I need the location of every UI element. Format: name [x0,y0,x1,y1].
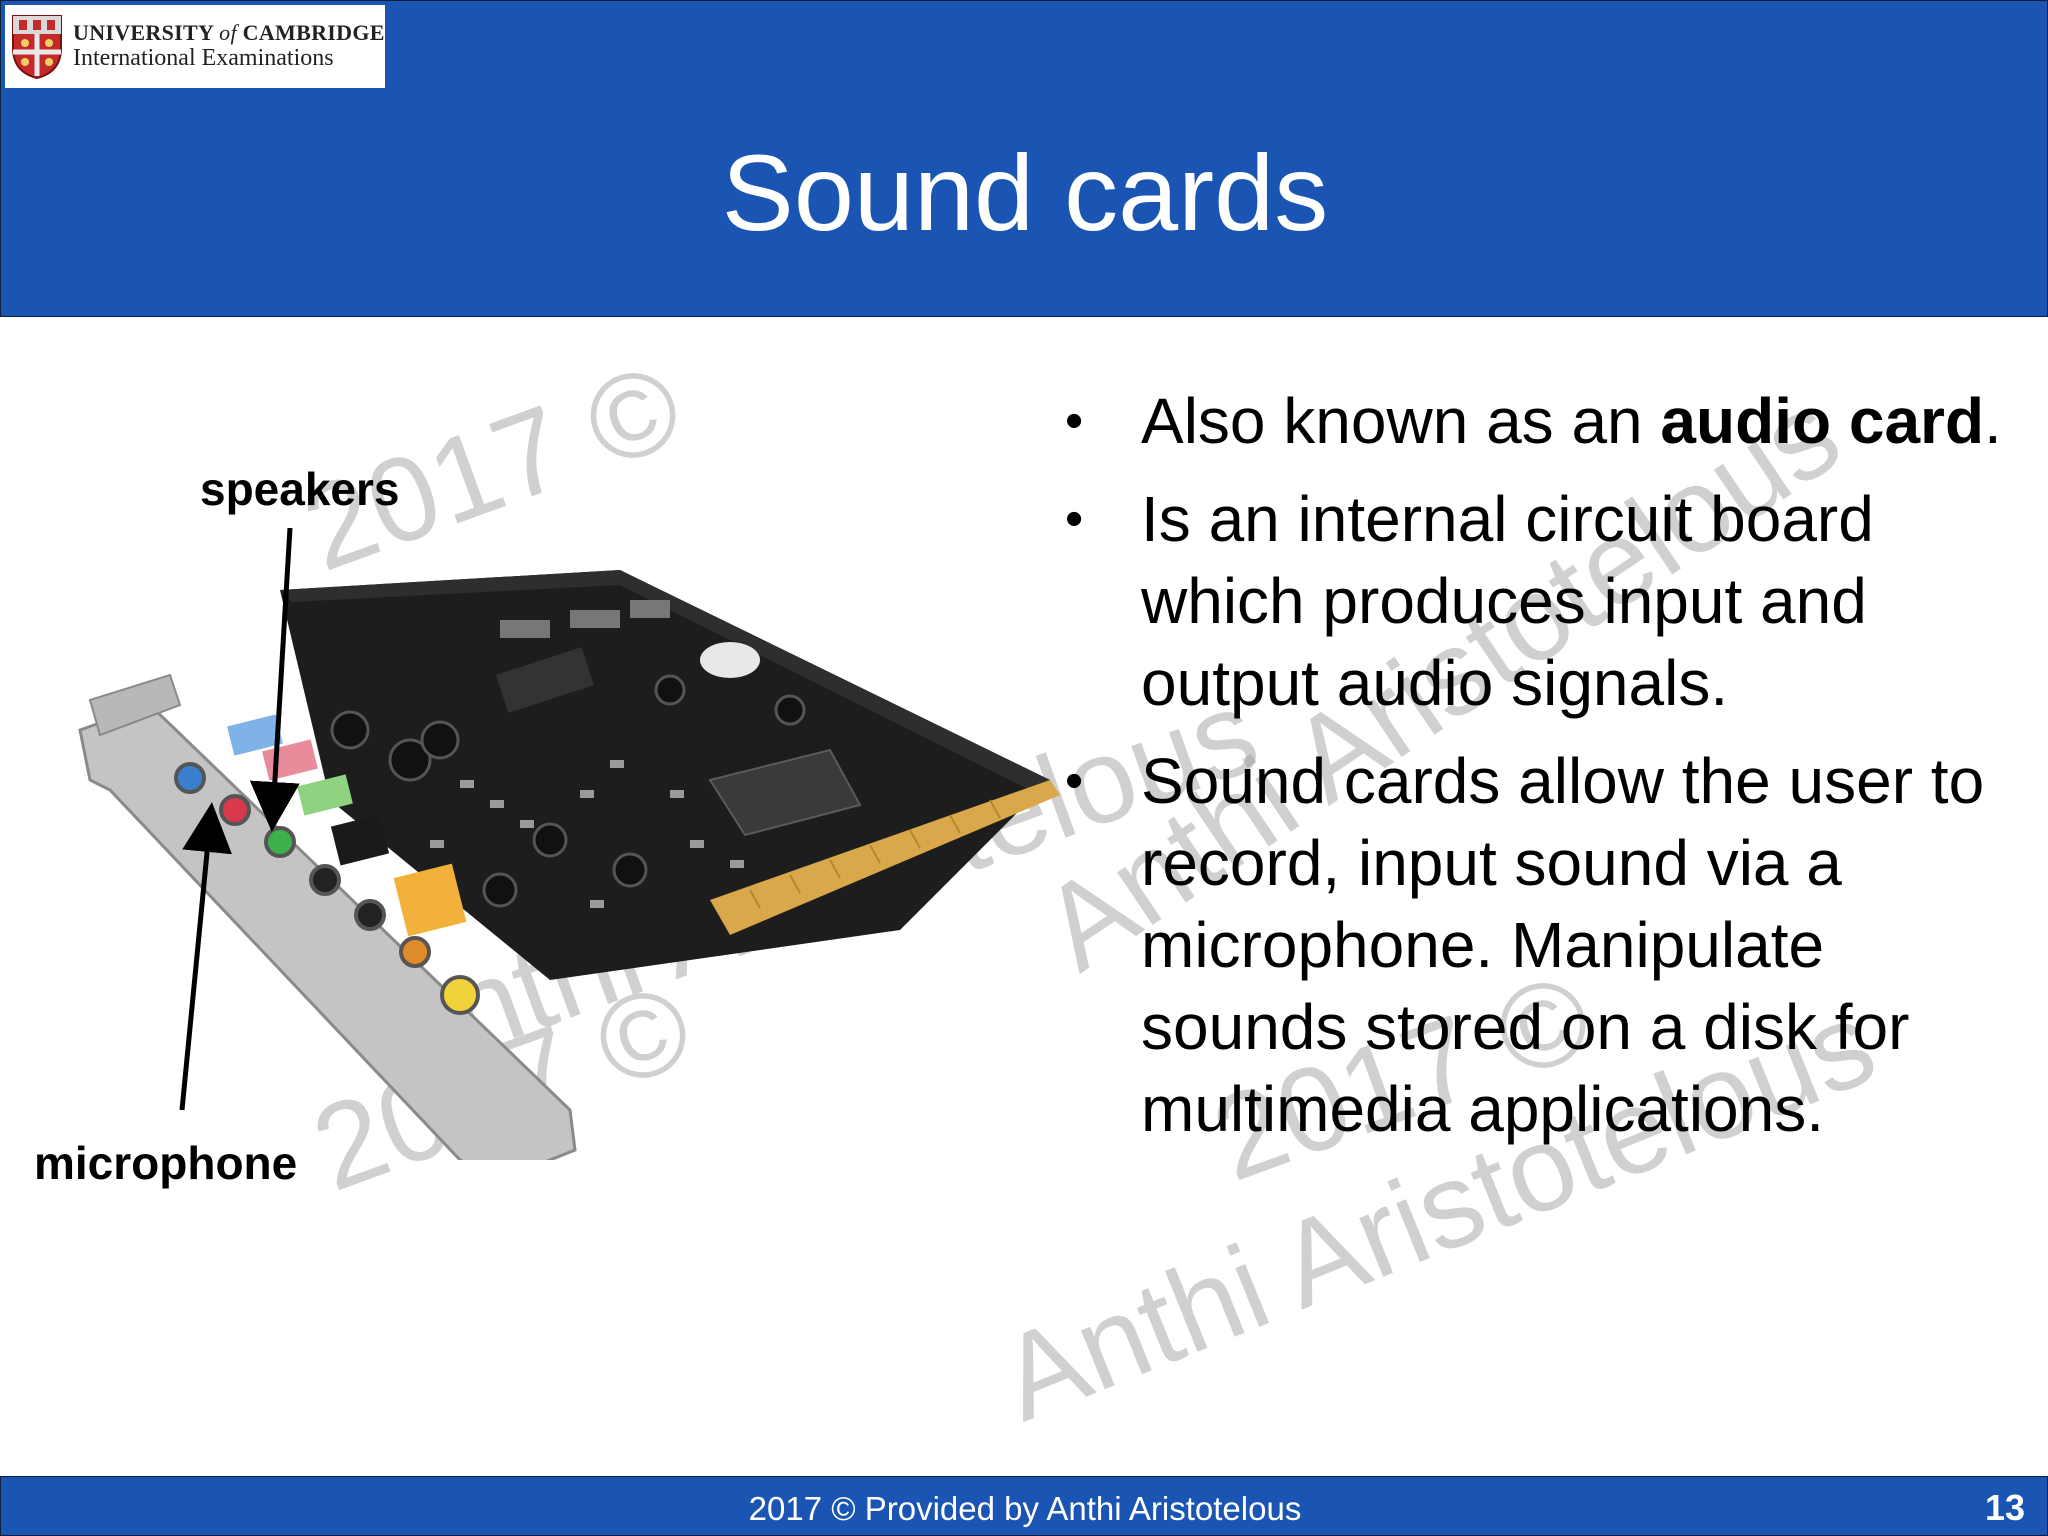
logo-cambridge: CAMBRIDGE [242,20,385,46]
microphone-arrow [179,802,232,1111]
bullet-2-text: Is an internal circuit board which produ… [1141,483,1874,719]
speakers-arrow [249,527,300,832]
bullet-item-3: Sound cards allow the user to record, in… [1065,740,2005,1150]
speakers-label: speakers [200,463,400,515]
bullet-list: Also known as an audio card. Is an inter… [1065,380,2005,1166]
bullet-1-after: . [1984,385,2002,457]
bullet-item-1: Also known as an audio card. [1065,380,2005,462]
footer-text: 2017 © Provided by Anthi Aristotelous [748,1490,1302,1527]
bullet-1-text: Also known as an [1141,385,1661,457]
header-bar: UNIVERSITY of CAMBRIDGE International Ex… [0,0,2048,317]
logo-line2: International Examinations [73,45,334,72]
crest-icon [12,14,62,79]
footer-bar: 2017 © Provided by Anthi Aristotelous 13 [0,1476,2048,1536]
bullet-item-2: Is an internal circuit board which produ… [1065,478,2005,724]
page-number: 13 [1984,1487,2025,1528]
slide-title: Sound cards [721,132,1329,253]
logo-line1: UNIVERSITY of CAMBRIDGE [73,20,385,45]
bullet-3-text: Sound cards allow the user to record, in… [1141,745,1985,1145]
bullet-1-bold: audio card [1660,385,1985,457]
logo-of: of [219,20,237,46]
microphone-label: microphone [34,1137,298,1189]
logo-text: UNIVERSITY of CAMBRIDGE International Ex… [73,20,385,73]
cambridge-logo: UNIVERSITY of CAMBRIDGE International Ex… [5,5,385,88]
logo-university: UNIVERSITY [73,20,214,46]
